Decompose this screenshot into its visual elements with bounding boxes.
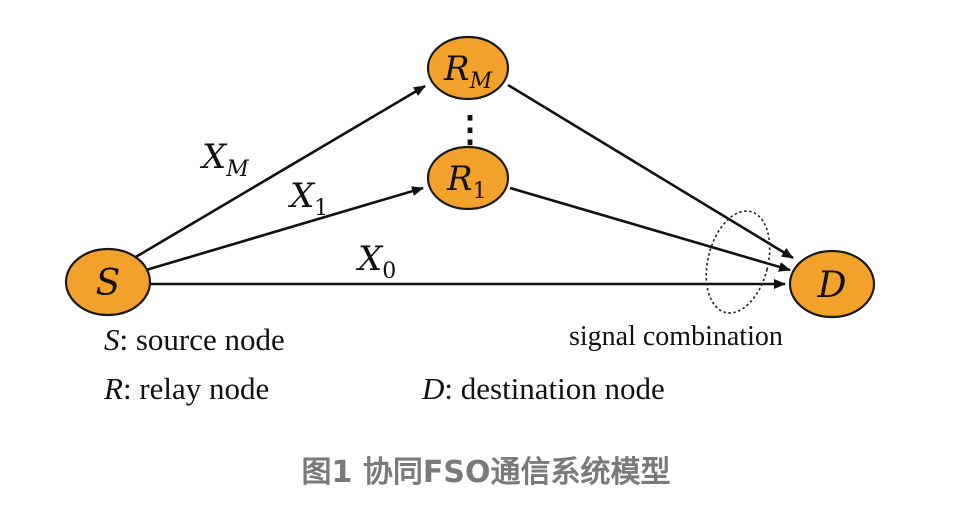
link-label-x0: X0 [355, 239, 396, 284]
edge-s-to-rm [133, 84, 426, 260]
legend-relay-symbol: R [103, 371, 123, 406]
edge-s-to-r1 [145, 186, 424, 272]
signal-combination-ellipse [705, 210, 771, 314]
node-relay-m: RM [426, 35, 510, 101]
relay-m-label: R [443, 49, 470, 89]
svg-text:RM: RM [443, 49, 493, 94]
legend-destination-symbol: D [421, 371, 444, 406]
relay-1-label: R [446, 159, 473, 199]
edge-rm-to-d [507, 83, 794, 260]
legend-source: S: source node [104, 322, 285, 357]
link-x1-label: X [287, 176, 316, 216]
relay-m-subscript: M [469, 69, 493, 94]
relay-ellipsis: ⋮ [452, 109, 488, 149]
link-label-xm: XM [199, 137, 249, 182]
destination-label: D [817, 265, 847, 306]
link-xm-subscript: M [225, 157, 249, 182]
figure-caption: 图1 协同FSO通信系统模型 [302, 455, 671, 490]
legend-relay: R: relay node [103, 371, 269, 406]
link-x1-subscript: 1 [314, 196, 328, 221]
node-destination: D [788, 249, 876, 319]
signal-combination-label: signal combination [569, 321, 783, 352]
legend-destination-text: : destination node [444, 371, 664, 406]
legend-source-symbol: S [104, 322, 120, 357]
link-label-x1: X1 [287, 176, 328, 221]
relay-1-subscript: 1 [473, 179, 487, 204]
link-x0-label: X [355, 239, 384, 279]
node-source: S [64, 247, 152, 317]
edge-r1-to-d [509, 186, 791, 272]
legend-relay-text: : relay node [123, 371, 269, 406]
node-relay-1: R1 [426, 145, 510, 211]
link-x0-subscript: 0 [382, 259, 396, 284]
legend-source-text: : source node [120, 322, 285, 357]
link-xm-label: X [199, 137, 228, 177]
source-label: S [96, 263, 121, 304]
legend-destination: D: destination node [421, 371, 665, 406]
svg-text:R1: R1 [446, 159, 487, 204]
